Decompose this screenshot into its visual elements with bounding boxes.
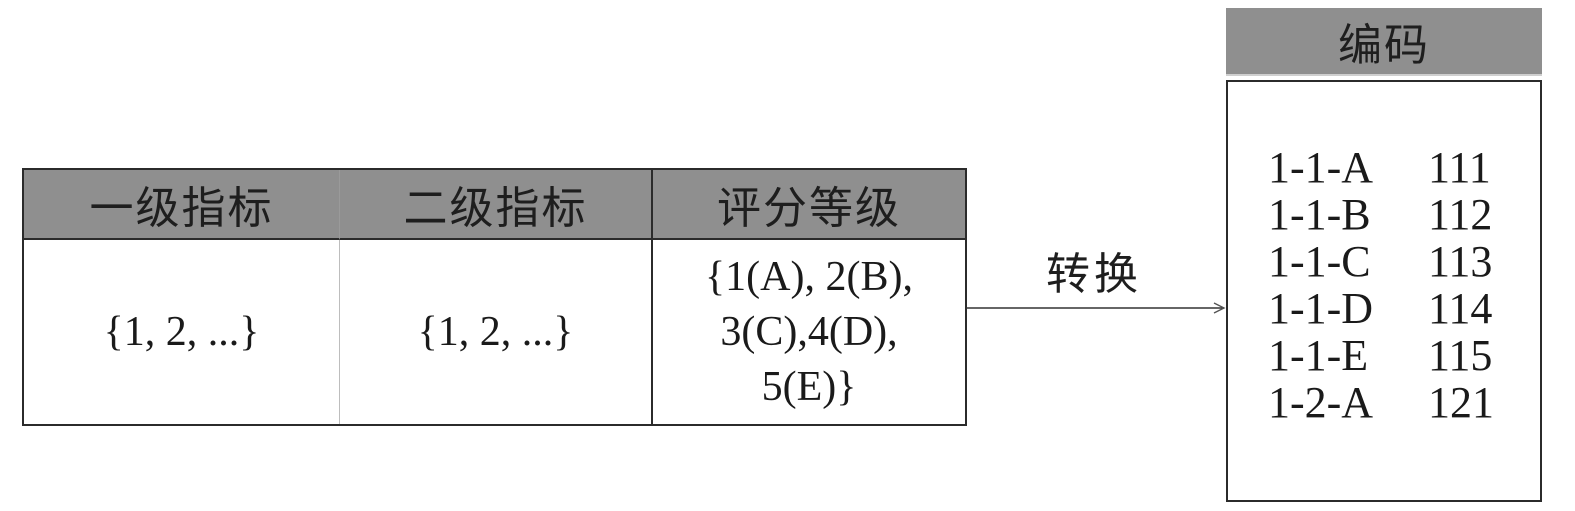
code-row: 1-1-A 111 bbox=[1268, 144, 1494, 191]
code-row: 1-1-B 112 bbox=[1268, 191, 1494, 238]
code-value: 115 bbox=[1428, 331, 1493, 380]
code-row: 1-1-D 114 bbox=[1268, 285, 1494, 332]
cell-grade-values: {1(A), 2(B), 3(C),4(D), 5(E)} bbox=[653, 240, 965, 424]
header-grade-level: 评分等级 bbox=[653, 170, 965, 240]
header-level1-indicator: 一级指标 bbox=[24, 170, 340, 240]
arrow-head-icon bbox=[1213, 302, 1226, 314]
code-key: 1-1-B bbox=[1268, 190, 1371, 239]
code-value: 111 bbox=[1428, 143, 1491, 192]
code-header: 编码 bbox=[1226, 8, 1542, 76]
code-value: 113 bbox=[1428, 237, 1493, 286]
code-box: 1-1-A 111 1-1-B 112 1-1-C 113 1-1-D 114 … bbox=[1226, 80, 1542, 502]
code-row: 1-1-E 115 bbox=[1268, 332, 1494, 379]
code-value: 112 bbox=[1428, 190, 1493, 239]
code-value: 114 bbox=[1428, 284, 1493, 333]
cell-level1-values: {1, 2, ...} bbox=[24, 240, 340, 424]
code-key: 1-2-A bbox=[1268, 378, 1374, 427]
code-list: 1-1-A 111 1-1-B 112 1-1-C 113 1-1-D 114 … bbox=[1268, 144, 1494, 426]
convert-arrow bbox=[966, 302, 1226, 314]
code-row: 1-2-A 121 bbox=[1268, 379, 1494, 426]
grade-line: {1(A), 2(B), bbox=[705, 253, 913, 300]
code-key: 1-1-D bbox=[1268, 284, 1374, 333]
code-key: 1-1-E bbox=[1268, 331, 1369, 380]
cell-level2-values: {1, 2, ...} bbox=[340, 240, 653, 424]
code-key: 1-1-A bbox=[1268, 143, 1374, 192]
code-key: 1-1-C bbox=[1268, 237, 1371, 286]
grade-line: 3(C),4(D), bbox=[720, 308, 898, 355]
convert-label: 转换 bbox=[1046, 249, 1142, 300]
code-value: 121 bbox=[1428, 378, 1494, 427]
code-row: 1-1-C 113 bbox=[1268, 238, 1494, 285]
grade-line: 5(E)} bbox=[761, 363, 857, 410]
indicator-table: 一级指标 二级指标 评分等级 {1, 2, ...} {1, 2, ...} {… bbox=[22, 168, 967, 426]
grade-text: {1(A), 2(B), 3(C),4(D), 5(E)} bbox=[705, 250, 913, 415]
header-level2-indicator: 二级指标 bbox=[340, 170, 653, 240]
